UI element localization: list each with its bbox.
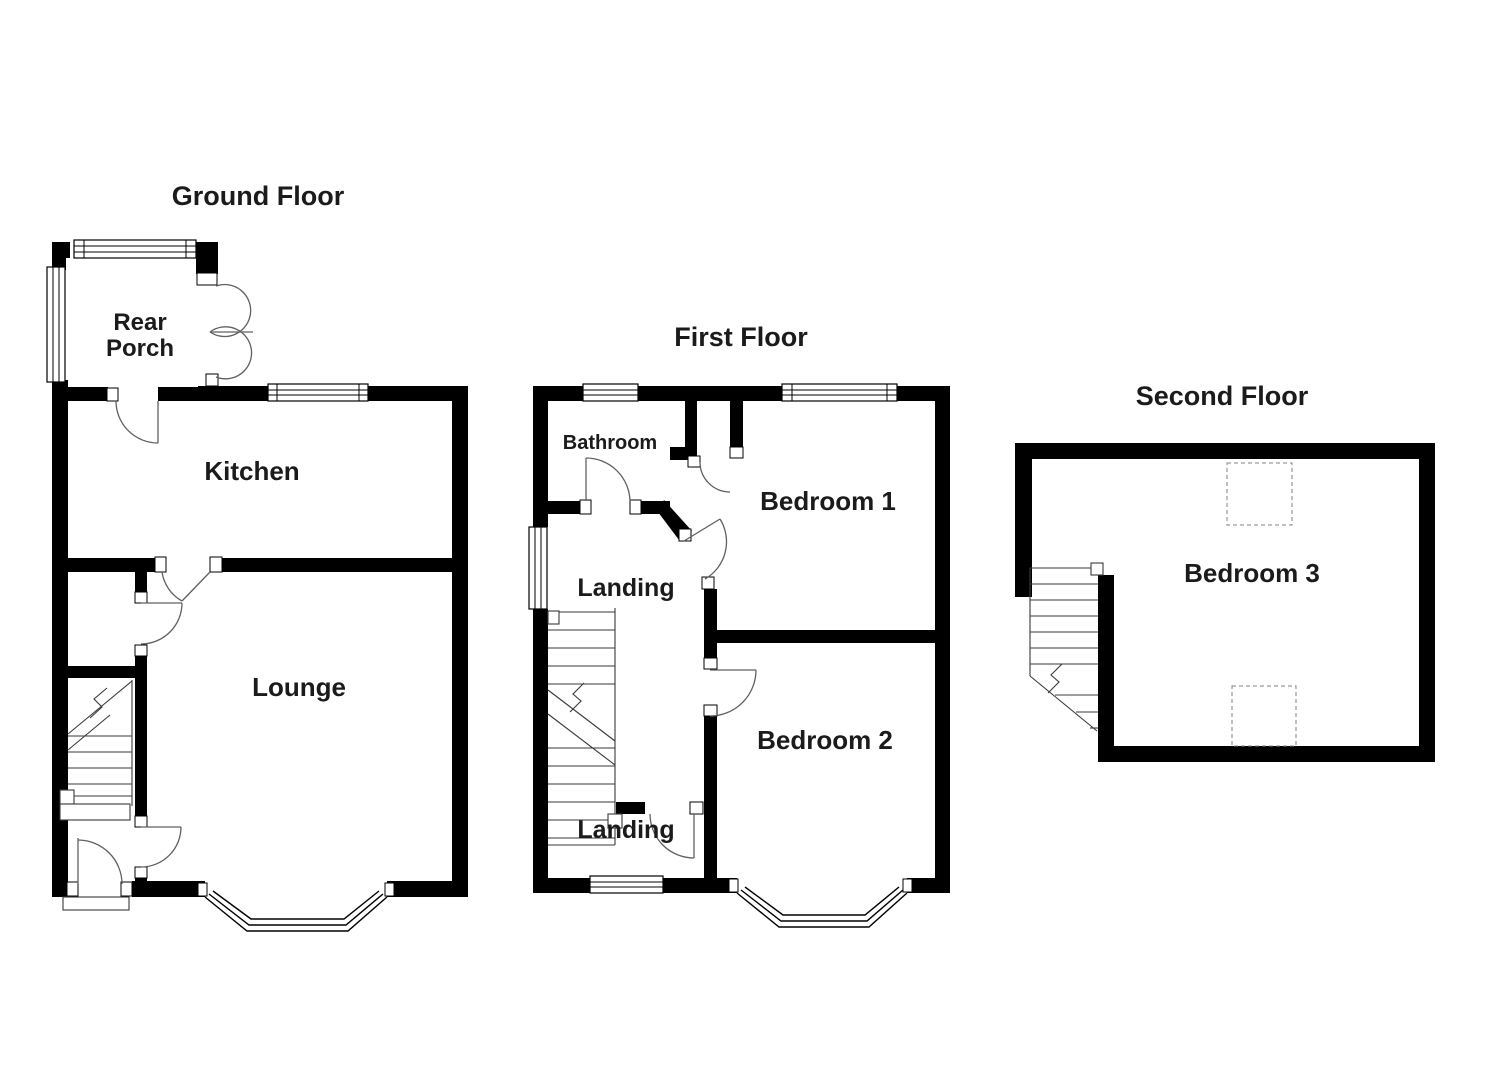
- stairs-arrow: [1047, 663, 1063, 694]
- second-floor-walls: [1015, 443, 1435, 762]
- bedroom2-label: Bedroom 2: [757, 725, 893, 755]
- bedroom1-label: Bedroom 1: [760, 486, 896, 516]
- second-floor-title: Second Floor: [1136, 381, 1309, 411]
- ground-floor-plan: Ground Floor: [46, 181, 468, 932]
- kitchen-window: [267, 383, 369, 402]
- skylight-upper: [1226, 462, 1293, 526]
- first-floor-title: First Floor: [674, 322, 808, 352]
- lounge-bay-window: [204, 890, 388, 932]
- bathroom-door: [585, 457, 631, 502]
- bathroom-window: [582, 383, 639, 402]
- porch-french-doors: [209, 283, 253, 380]
- front-door-step: [62, 896, 130, 911]
- bedroom1-door: [683, 518, 728, 580]
- landing-side-window: [528, 526, 548, 610]
- first-floor-plan: First Floor: [528, 322, 950, 928]
- bedroom2-bay-window: [736, 886, 908, 928]
- porch-top-window: [73, 239, 197, 259]
- rear-porch-label-line2: Porch: [106, 335, 174, 362]
- hall-lounge-door-upper: [140, 602, 183, 645]
- porch-kitchen-door: [115, 400, 159, 444]
- bedroom2-door: [709, 669, 757, 717]
- stairs-arrow: [569, 682, 585, 713]
- stairs-up-arrow: [89, 687, 108, 719]
- porch-left-window: [46, 266, 66, 383]
- skylight-lower: [1231, 685, 1297, 747]
- rear-porch-label-line1: Rear: [113, 309, 166, 336]
- ground-floor-jambs: [66, 272, 395, 897]
- bedroom1-window: [781, 383, 898, 402]
- kitchen-lounge-door: [161, 571, 211, 602]
- second-floor-plan: Second Floor: [1015, 381, 1435, 762]
- landing-door: [649, 813, 695, 859]
- landing-bottom-window: [589, 875, 664, 894]
- ground-floor-title: Ground Floor: [172, 181, 345, 211]
- bathroom-label: Bathroom: [563, 432, 657, 454]
- front-door: [77, 838, 123, 885]
- bedroom3-label: Bedroom 3: [1184, 558, 1320, 588]
- landing-lower-label: Landing: [577, 816, 674, 844]
- second-floor-stairs: [1029, 562, 1104, 732]
- first-floor-stairs: [547, 608, 623, 846]
- ground-floor-walls: [52, 242, 468, 897]
- cupboard-door: [699, 461, 731, 493]
- lounge-label: Lounge: [252, 672, 346, 702]
- ground-floor-stairs: [59, 680, 133, 821]
- first-floor-walls: [533, 386, 950, 893]
- hall-lounge-door-lower: [140, 826, 182, 868]
- first-floor-jambs: [579, 446, 913, 893]
- landing-upper-label: Landing: [577, 574, 674, 602]
- kitchen-label: Kitchen: [204, 456, 299, 486]
